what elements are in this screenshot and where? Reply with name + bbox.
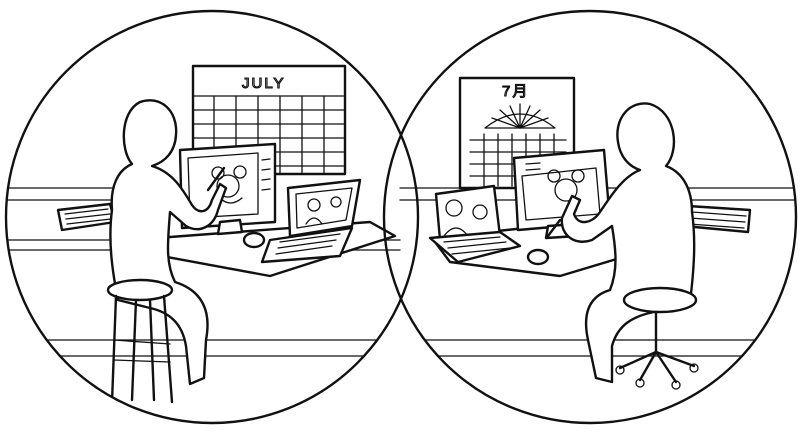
stool — [106, 278, 174, 404]
left-artist-figure — [109, 99, 228, 386]
right-circle-frame — [382, 9, 798, 425]
calendar-month-label: 7月 — [502, 83, 529, 100]
laptop — [428, 184, 522, 264]
laptop — [260, 178, 362, 264]
right-scene: 7月 — [399, 76, 796, 390]
keyboard — [56, 202, 117, 232]
mouse — [242, 231, 266, 249]
pen-display-monitor — [178, 142, 277, 236]
left-scene: JULY — [6, 64, 401, 404]
saddle-chair — [615, 286, 699, 390]
right-artist-figure — [546, 102, 696, 384]
mouse — [526, 248, 550, 266]
left-circle-frame — [4, 9, 420, 425]
calendar-month-label: JULY — [242, 75, 286, 92]
